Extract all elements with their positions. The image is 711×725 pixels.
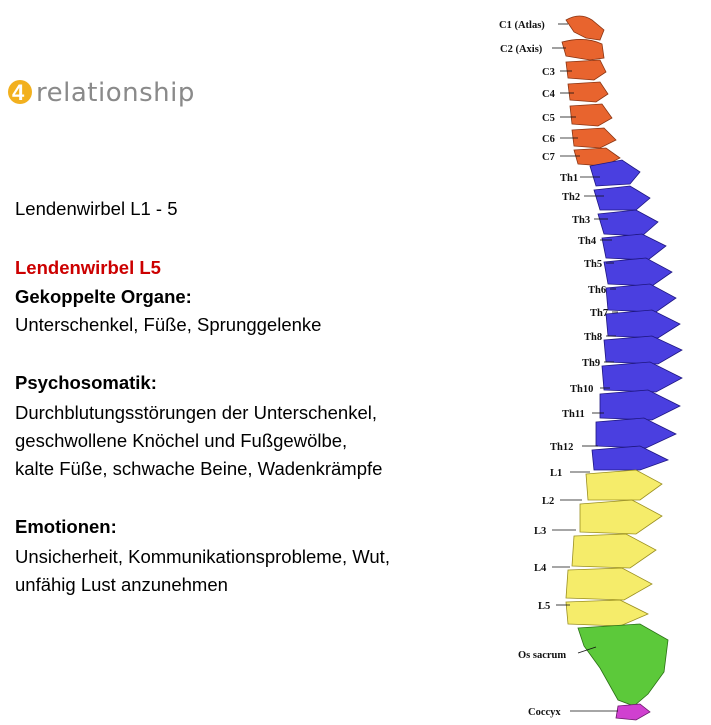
label-c5: C5 (542, 113, 555, 124)
label-sacrum: Os sacrum (518, 650, 566, 661)
label-th2: Th2 (562, 192, 580, 203)
label-c4: C4 (542, 89, 556, 100)
psychosomatik-line: kalte Füße, schwache Beine, Wadenkrämpfe (15, 458, 383, 479)
logo: 4 relationship (6, 70, 195, 110)
label-c7: C7 (542, 152, 555, 163)
leader-lines (552, 23, 618, 712)
coccyx (615, 703, 651, 721)
label-th4: Th4 (578, 236, 597, 247)
label-l4: L4 (534, 563, 547, 574)
label-l5: L5 (538, 601, 550, 612)
spine-labels: C1 (Atlas) C2 (Axis) C3 C4 C5 C6 C7 Th1 … (499, 20, 608, 718)
psychosomatik-line: geschwollene Knöchel und Fußgewölbe, (15, 430, 348, 451)
organs-label: Gekoppelte Organe: (15, 286, 192, 307)
label-th3: Th3 (572, 215, 590, 226)
heading: Lendenwirbel L1 - 5 (15, 198, 178, 219)
lumbar-spine (565, 469, 663, 627)
emotionen-label: Emotionen: (15, 516, 117, 537)
emotionen-line: unfähig Lust anzunehmen (15, 574, 228, 595)
label-c2: C2 (Axis) (500, 44, 543, 55)
label-l1: L1 (550, 468, 562, 479)
logo-mark: 4 (6, 70, 40, 110)
label-th6: Th6 (588, 285, 606, 296)
logo-text: relationship (36, 78, 195, 108)
label-l3: L3 (534, 526, 546, 537)
cervical-spine (561, 15, 621, 167)
label-coccyx: Coccyx (528, 707, 561, 718)
psychosomatik-label: Psychosomatik: (15, 372, 157, 393)
label-th8: Th8 (584, 332, 602, 343)
label-c3: C3 (542, 67, 555, 78)
label-c6: C6 (542, 134, 555, 145)
label-th10: Th10 (570, 384, 593, 395)
logo-mark-text: 4 (12, 80, 25, 105)
sacrum (577, 623, 669, 707)
organs-text: Unterschenkel, Füße, Sprunggelenke (15, 314, 322, 335)
label-th1: Th1 (560, 173, 578, 184)
label-th12: Th12 (550, 442, 573, 453)
label-th7: Th7 (590, 308, 608, 319)
thoracic-spine (589, 159, 683, 471)
vertebra-title: Lendenwirbel L5 (15, 257, 161, 278)
label-c1: C1 (Atlas) (499, 20, 545, 31)
label-th5: Th5 (584, 259, 602, 270)
label-th9: Th9 (582, 358, 600, 369)
label-th11: Th11 (562, 409, 585, 420)
psychosomatik-line: Durchblutungsstörungen der Unterschenkel… (15, 402, 377, 423)
label-l2: L2 (542, 496, 554, 507)
emotionen-line: Unsicherheit, Kommunikationsprobleme, Wu… (15, 546, 390, 567)
